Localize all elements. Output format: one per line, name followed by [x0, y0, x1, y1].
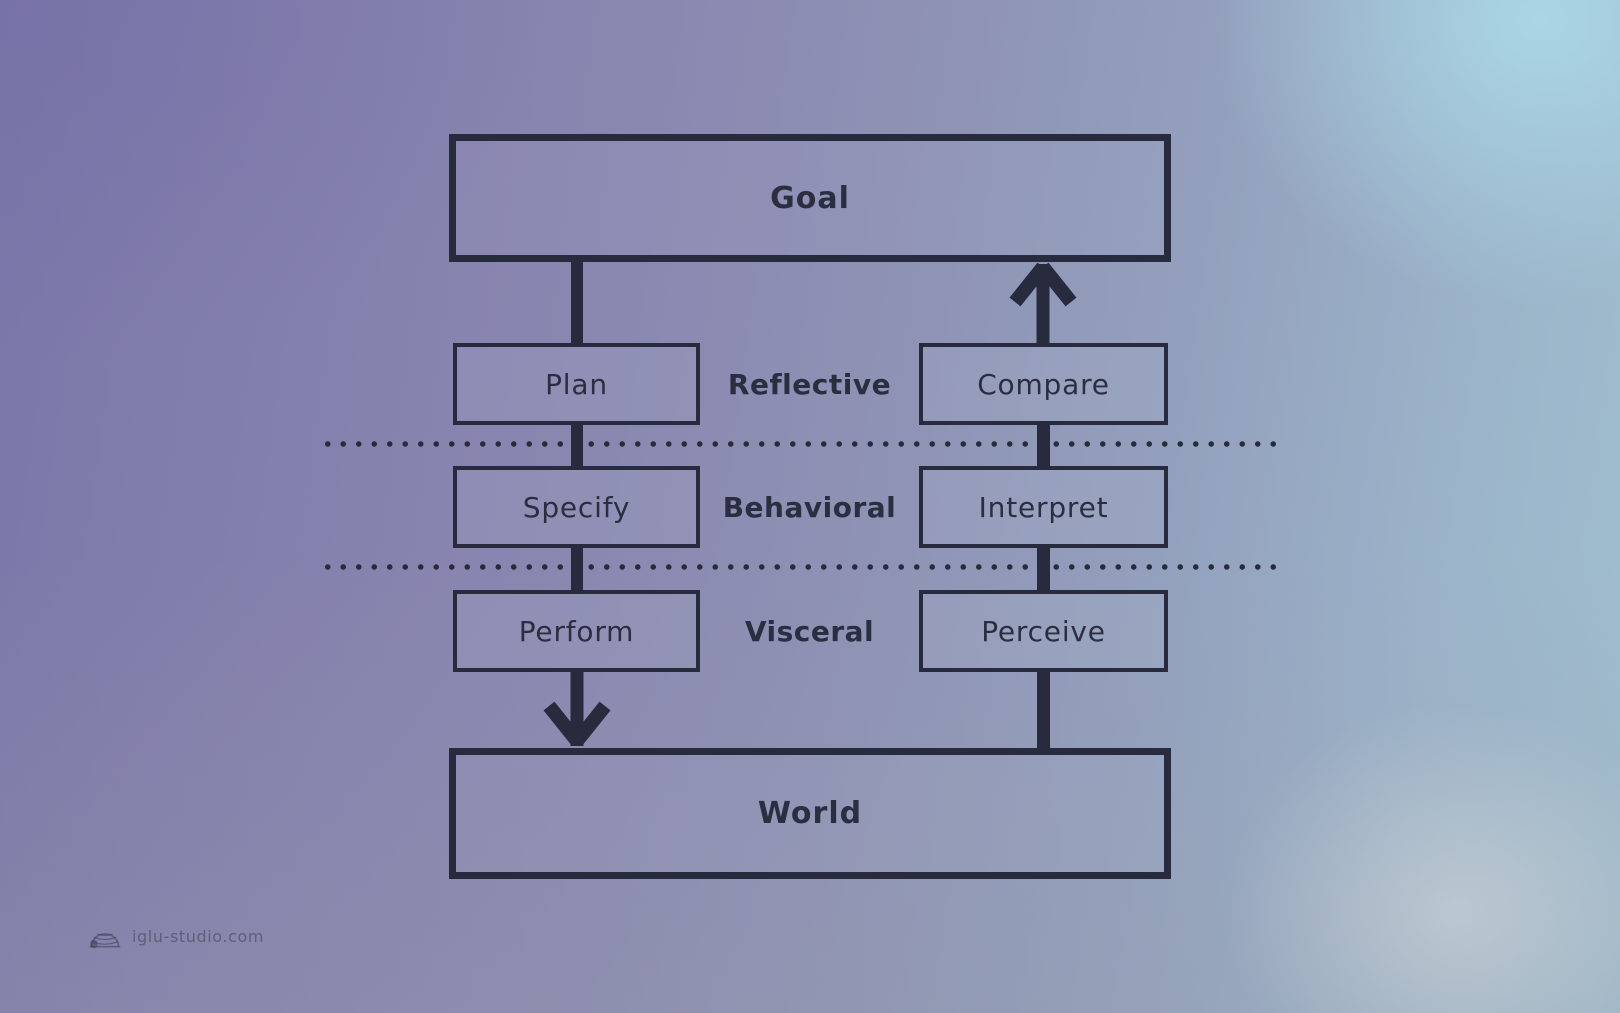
perceive-label: Perceive [981, 614, 1106, 648]
goal-box: Goal [449, 134, 1171, 262]
interpret-box: Interpret [919, 466, 1168, 548]
perform-box: Perform [453, 590, 700, 672]
interpret-label: Interpret [978, 490, 1109, 524]
compare-label: Compare [977, 367, 1110, 401]
watermark: iglu-studio.com [88, 924, 264, 949]
divider-behavioral-visceral [320, 564, 1285, 570]
divider-reflective-behavioral [320, 441, 1285, 447]
plan-box: Plan [453, 343, 700, 425]
connector-goal-to-plan [571, 258, 583, 345]
world-label: World [757, 796, 863, 831]
goal-label: Goal [770, 180, 850, 216]
down-arrow-icon [543, 670, 611, 746]
specify-label: Specify [522, 490, 631, 524]
connector-world-to-perceive [1037, 670, 1050, 750]
perform-label: Perform [518, 614, 635, 648]
watermark-text: iglu-studio.com [132, 927, 265, 946]
perceive-box: Perceive [919, 590, 1168, 672]
plan-label: Plan [545, 367, 608, 401]
level-label-visceral: Visceral [744, 614, 875, 648]
specify-box: Specify [453, 466, 700, 548]
up-arrow-icon [1009, 262, 1077, 345]
world-box: World [449, 748, 1171, 879]
compare-box: Compare [919, 343, 1168, 425]
igloo-icon [89, 933, 121, 949]
level-label-behavioral: Behavioral [722, 490, 897, 524]
level-label-reflective: Reflective [727, 367, 892, 401]
